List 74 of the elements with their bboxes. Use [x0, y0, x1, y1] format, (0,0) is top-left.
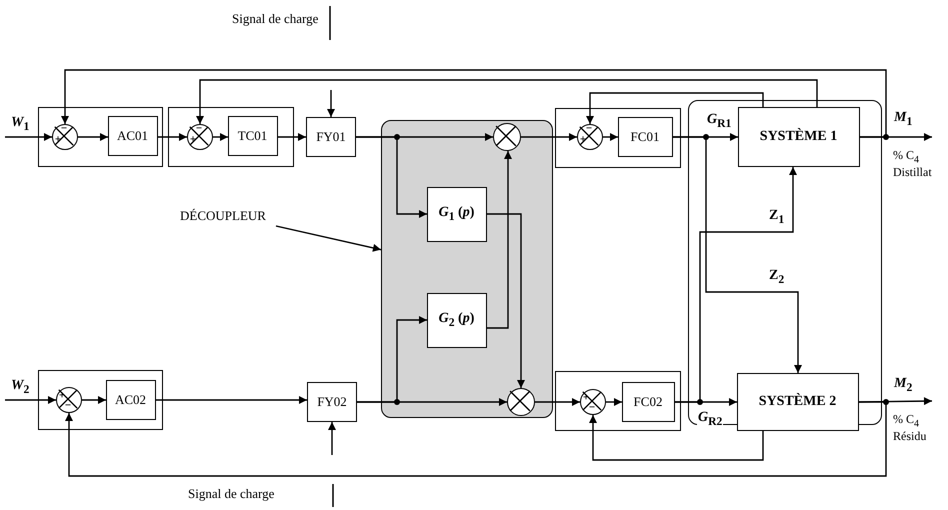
- signal-arrow: [535, 398, 580, 406]
- note-label: Signal de charge: [232, 12, 318, 25]
- summing-junction: [580, 388, 606, 414]
- summing-junction: [56, 386, 82, 412]
- block-label: FY02: [317, 394, 347, 410]
- summing-junction: [492, 122, 520, 150]
- sign-label: +: [190, 134, 196, 146]
- signal-arrow: [328, 422, 336, 455]
- signal-arrow: [327, 90, 335, 117]
- summing-junction: [506, 388, 534, 416]
- summing-junction: [186, 124, 212, 150]
- note-label: Signal de charge: [188, 487, 274, 500]
- output-label: % C$_{4}$ Résidu: [893, 413, 945, 443]
- sign-label: −: [588, 402, 596, 414]
- signal-arrow: [213, 133, 228, 141]
- summing-junction: [576, 124, 602, 150]
- controller-block: [108, 116, 158, 156]
- controller-block: [307, 382, 357, 422]
- block-label: G$_{1}$ (p): [438, 205, 474, 223]
- signal-arrow: [5, 396, 56, 404]
- signal-arrow: [156, 396, 307, 404]
- signal-arrow: [521, 133, 577, 141]
- block-label: FC01: [630, 128, 660, 144]
- sign-label: −: [64, 400, 72, 412]
- controller-block: [228, 116, 278, 156]
- signal-arrow: [61, 69, 887, 138]
- leader-arrow: [276, 225, 382, 252]
- sign-label: −: [196, 124, 202, 134]
- signal-arrow: [586, 92, 764, 124]
- signal-arrow: [82, 396, 106, 404]
- block-label: SYSTÈME 2: [758, 394, 836, 410]
- controller-block: [736, 372, 858, 430]
- controller-block: [738, 106, 860, 166]
- signal-arrow: [65, 401, 887, 477]
- sign-label: +: [54, 134, 62, 146]
- signal-arrow: [356, 136, 427, 218]
- signal-arrow: [158, 133, 187, 141]
- controller-block: [106, 380, 156, 420]
- block-label: FY01: [316, 129, 346, 145]
- callout-label: DÉCOUPLEUR: [180, 208, 292, 226]
- block-label: G$_{2}$ (p): [438, 311, 474, 329]
- signal-arrow: [278, 133, 306, 141]
- signal-arrow: [675, 167, 797, 403]
- controller-group-box: [38, 107, 163, 167]
- summing-junction: [52, 124, 78, 150]
- signal-arrow: [673, 136, 802, 373]
- controller-group-box: [38, 370, 163, 430]
- sign-label: −: [586, 124, 592, 134]
- controller-group-box: [555, 108, 681, 168]
- controller-group-box: [168, 107, 294, 167]
- controller-block: [622, 382, 674, 422]
- controller-block: [306, 117, 356, 157]
- signal-arrow: [5, 133, 52, 141]
- signal-arrow: [196, 79, 818, 124]
- block-label: FC02: [634, 394, 662, 410]
- block-label: AC02: [114, 392, 146, 408]
- output-label: % C$_{4}$ Distillat: [893, 149, 945, 179]
- signal-arrow: [606, 398, 622, 406]
- controller-block: [618, 116, 672, 156]
- controller-block: [426, 292, 486, 348]
- block-label: SYSTÈME 1: [760, 128, 838, 144]
- controller-block: [426, 186, 486, 242]
- signal-arrow: [357, 316, 427, 403]
- block-label: TC01: [238, 128, 268, 144]
- controller-group-box: [555, 371, 681, 431]
- block-label: AC01: [116, 128, 148, 144]
- signal-arrow: [78, 133, 108, 141]
- signal-arrow: [603, 133, 618, 141]
- decoupler-panel: [381, 120, 553, 418]
- sign-label: −: [60, 124, 68, 134]
- signal-arrow: [487, 213, 525, 388]
- signal-arrow: [589, 415, 764, 461]
- sign-label: +: [580, 134, 586, 146]
- signal-arrow: [487, 150, 512, 329]
